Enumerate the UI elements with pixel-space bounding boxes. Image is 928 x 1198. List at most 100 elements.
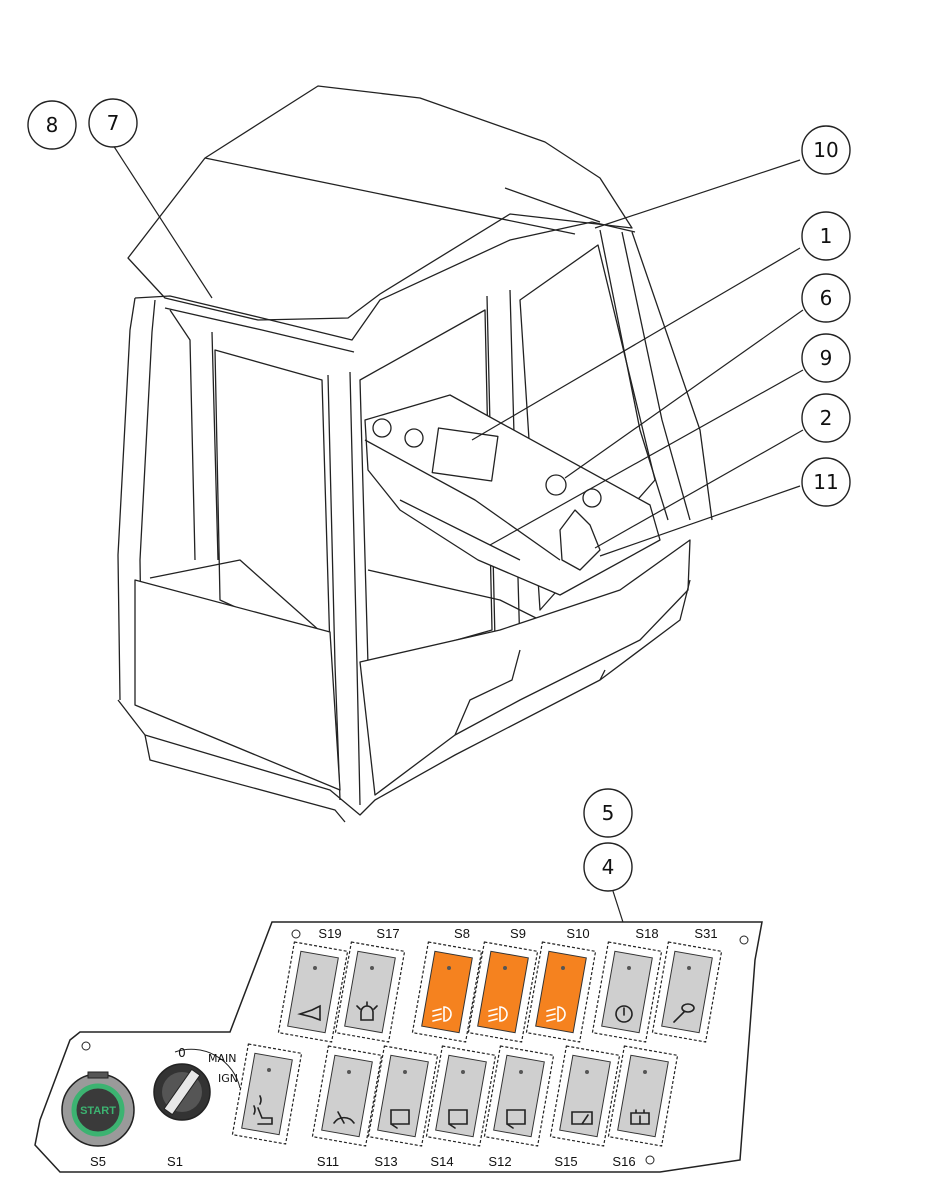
switch-label-S16: S16 bbox=[612, 1154, 635, 1169]
switch-rocker bbox=[477, 950, 529, 1034]
switch-indicator bbox=[519, 1070, 523, 1074]
switch-S13[interactable] bbox=[367, 1045, 439, 1147]
callout-leaders bbox=[112, 144, 804, 945]
dashboard-top bbox=[364, 439, 561, 561]
window-icon bbox=[390, 1109, 410, 1129]
switch-indicator bbox=[447, 966, 451, 970]
left-mid-pillar bbox=[169, 309, 219, 561]
switch-S16[interactable] bbox=[607, 1045, 679, 1147]
front-window-left bbox=[214, 349, 331, 651]
balloon-number: 4 bbox=[602, 855, 615, 879]
switch-S11[interactable] bbox=[311, 1045, 383, 1147]
callout-balloon-8: 8 bbox=[27, 100, 77, 150]
front-wiper-icon bbox=[333, 1111, 355, 1124]
mount-hole bbox=[739, 935, 749, 945]
switch-S10[interactable] bbox=[525, 941, 597, 1043]
leader-11 bbox=[599, 485, 801, 557]
callout-balloon-4: 4 bbox=[583, 842, 633, 892]
balloon-number: 8 bbox=[46, 113, 59, 137]
switch-S19[interactable] bbox=[277, 941, 349, 1043]
switch-indicator bbox=[627, 966, 631, 970]
switch-S15[interactable] bbox=[549, 1045, 621, 1147]
beacon-icon bbox=[356, 1001, 378, 1021]
switch-label-S18: S18 bbox=[635, 926, 658, 941]
callout-balloon-1: 1 bbox=[801, 211, 851, 261]
switch-indicator bbox=[347, 1070, 351, 1074]
cab-base-skid bbox=[144, 669, 606, 823]
switch-rocker bbox=[321, 1054, 373, 1138]
leader-10 bbox=[594, 159, 801, 229]
switch-indicator bbox=[370, 966, 374, 970]
leader-2 bbox=[594, 429, 804, 549]
washer-icon bbox=[630, 1109, 650, 1125]
display-panel bbox=[431, 427, 499, 482]
switch-indicator bbox=[403, 1070, 407, 1074]
front-window-right bbox=[359, 309, 493, 666]
switch-S17[interactable] bbox=[334, 941, 406, 1043]
switch-seat-heater[interactable] bbox=[231, 1043, 303, 1145]
balloon-circle bbox=[801, 333, 851, 383]
air-vent bbox=[404, 428, 424, 448]
balloon-number: 10 bbox=[813, 138, 838, 162]
callout-balloon-5: 5 bbox=[583, 788, 633, 838]
key-position-main: MAIN bbox=[208, 1052, 237, 1065]
switch-indicator bbox=[461, 1070, 465, 1074]
lower-right-panel bbox=[359, 539, 691, 796]
switch-label-S10: S10 bbox=[566, 926, 589, 941]
ignition-key-switch[interactable] bbox=[153, 1048, 241, 1121]
balloon-number: 9 bbox=[820, 346, 833, 370]
roof-front-edge bbox=[204, 157, 576, 235]
key-switch-arc bbox=[174, 1048, 241, 1089]
switch-rocker bbox=[535, 950, 587, 1034]
cab-assembly-drawing bbox=[117, 85, 713, 823]
start-button-text: START bbox=[80, 1105, 116, 1117]
balloon-circle bbox=[801, 211, 851, 261]
start-button-ring bbox=[71, 1083, 125, 1137]
work-light-icon bbox=[546, 1006, 566, 1022]
switch-indicator bbox=[643, 1070, 647, 1074]
switch-indicator bbox=[267, 1068, 271, 1072]
balloon-circle bbox=[27, 100, 77, 150]
switch-indicator bbox=[561, 966, 565, 970]
rear-pillar bbox=[599, 229, 691, 521]
start-button[interactable]: START bbox=[61, 1071, 135, 1147]
switch-rocker bbox=[661, 950, 713, 1034]
switch-indicator bbox=[503, 966, 507, 970]
work-light-icon bbox=[432, 1006, 452, 1022]
mount-hole bbox=[291, 929, 301, 939]
callout-balloon-6: 6 bbox=[801, 273, 851, 323]
switch-S31[interactable] bbox=[651, 941, 723, 1043]
switch-label-S12: S12 bbox=[488, 1154, 511, 1169]
balloon-circle bbox=[583, 788, 633, 838]
start-button-tab bbox=[87, 1071, 109, 1079]
leader-1 bbox=[471, 247, 801, 441]
key-position-ign: IGN bbox=[218, 1072, 238, 1085]
switch-label-S15: S15 bbox=[554, 1154, 577, 1169]
key-switch-label: S1 bbox=[167, 1154, 183, 1169]
power-icon bbox=[615, 1005, 633, 1023]
balloon-circle bbox=[583, 842, 633, 892]
switch-rocker bbox=[344, 950, 396, 1034]
leader-9 bbox=[489, 369, 804, 546]
switch-label-S14: S14 bbox=[430, 1154, 453, 1169]
callout-balloon-2: 2 bbox=[801, 393, 851, 443]
switch-label-S9: S9 bbox=[510, 926, 526, 941]
switch-S14[interactable] bbox=[425, 1045, 497, 1147]
switch-S8[interactable] bbox=[411, 941, 483, 1043]
dashboard bbox=[364, 394, 661, 596]
balloon-number: 2 bbox=[820, 406, 833, 430]
balloon-circle bbox=[88, 98, 138, 148]
seat-heater-icon bbox=[253, 1095, 273, 1125]
switch-S18[interactable] bbox=[591, 941, 663, 1043]
roof-rim bbox=[134, 221, 636, 341]
switch-S9[interactable] bbox=[467, 941, 539, 1043]
switch-label-S13: S13 bbox=[374, 1154, 397, 1169]
leader-10b bbox=[504, 187, 601, 223]
key-position-0: 0 bbox=[178, 1046, 186, 1060]
callout-balloon-9: 9 bbox=[801, 333, 851, 383]
switch-S12[interactable] bbox=[483, 1045, 555, 1147]
switch-label-S11: S11 bbox=[317, 1154, 339, 1169]
